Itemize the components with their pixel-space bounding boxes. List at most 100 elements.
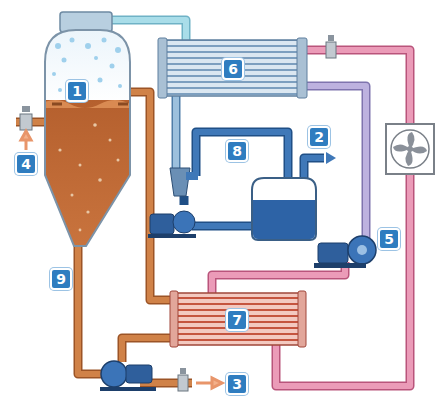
evaporator-vessel-part-part [40,100,140,250]
pipes-part [130,92,176,300]
feed-valve-part [22,106,30,112]
callout-number: 7 [226,309,248,331]
vacuum-unit-part [173,211,195,233]
evaporator-vessel-part-part [86,210,89,213]
product-pump-part [180,368,186,374]
evaporator-vessel-part-part [79,164,82,167]
pipes-part [304,158,324,180]
callout-number: 9 [50,268,72,290]
cooling-fan [386,124,434,174]
callout-number: 2 [308,126,330,148]
evaporator-vessel-part-part [55,43,61,49]
evaporator-vessel-part-part [93,123,97,127]
pipes-part [180,196,189,205]
pipes [16,20,410,386]
pipes-part [122,338,176,362]
cooling-fan-part-part [407,146,413,152]
callout-number: 5 [378,228,400,250]
pipes-part [196,132,288,180]
product-pump-part [101,361,127,387]
pipes-part [78,244,102,374]
feed-valve [20,106,32,150]
condenser [158,35,336,98]
evaporator-vessel-part-part [110,64,115,69]
vacuum-unit [148,152,336,240]
circulation-pump-part [314,263,366,268]
condenser-part [165,40,299,96]
product-pump-part [126,365,152,383]
callout-number: 1 [66,80,88,102]
callout-text: 9 [56,271,66,287]
cooling-fan-part [386,124,434,174]
evaporator-vessel-part-part [94,56,98,60]
evaporator-vessel [40,12,140,250]
callout-text: 6 [228,61,238,77]
evaporator-vessel-part-part [62,58,67,63]
evaporator-vessel-part-part [79,229,82,232]
evaporator-vessel-part-part [115,47,121,53]
product-pump-part [178,375,188,391]
vacuum-unit-part [148,234,196,238]
vacuum-unit-part [186,172,198,180]
evaporator-vessel-part-part [102,38,107,43]
condenser-part [326,42,336,58]
feed-valve-part [20,114,32,130]
evaporator-vessel-part-part [117,159,120,162]
evaporator-vessel-part-part [40,100,140,108]
vacuum-unit-part [150,214,174,234]
pipes-part [130,92,176,300]
callout-number: 3 [226,373,248,395]
cooling-fan-part [391,130,429,168]
evaporator-vessel-part-part [52,72,56,76]
callout-text: 8 [232,143,242,159]
callout-text: 1 [72,83,82,99]
callout-number: 4 [15,153,37,175]
callout-text: 5 [384,231,394,247]
evaporator-vessel-part [58,123,119,231]
vacuum-unit-part [326,152,336,164]
product-pump [100,361,222,391]
pipes-part [196,132,288,180]
feed-valve-part [21,131,31,150]
callout-text: 4 [21,156,31,172]
evaporator-vessel-part [40,25,140,250]
pipes-part [304,158,324,180]
evaporator-vessel-part-part [98,78,103,83]
pipes-part [78,244,102,374]
pipes-part [172,96,181,168]
condenser-part [158,38,167,98]
evaporator-vessel-part-part [98,178,102,182]
callout-text: 7 [232,312,242,328]
cooling-fan-part [393,132,427,166]
pipes-part [192,223,252,229]
circulation-pump-part [348,236,376,264]
pipes-part [192,222,252,231]
condenser-part [328,35,334,41]
evaporator-vessel-part [52,103,128,106]
evaporator-vessel-part [45,30,130,246]
circulation-pump-part [357,245,367,255]
condenser-part [297,38,307,98]
callout-text: 3 [232,376,242,392]
callout-text: 2 [314,129,324,145]
callout-number: 8 [226,140,248,162]
heat-exchanger-part [298,291,306,347]
product-pump-part [196,378,222,388]
heat-exchanger-part [176,293,300,345]
vacuum-unit-part [252,178,316,240]
heat-exchanger [170,291,306,347]
evaporator-vessel-part-part [118,84,122,88]
heat-exchanger-part [170,291,178,347]
circulation-pump [314,236,376,268]
vacuum-unit-part [253,200,315,239]
evaporator-vessel-part-part [70,38,75,43]
evaporator-vessel-part-part [71,194,74,197]
evaporator-vessel-part-part [85,43,91,49]
evaporator-vessel-part-part [109,139,112,142]
pipes-part [173,96,179,168]
pipes-part [122,338,176,362]
circulation-pump-part [318,243,348,263]
